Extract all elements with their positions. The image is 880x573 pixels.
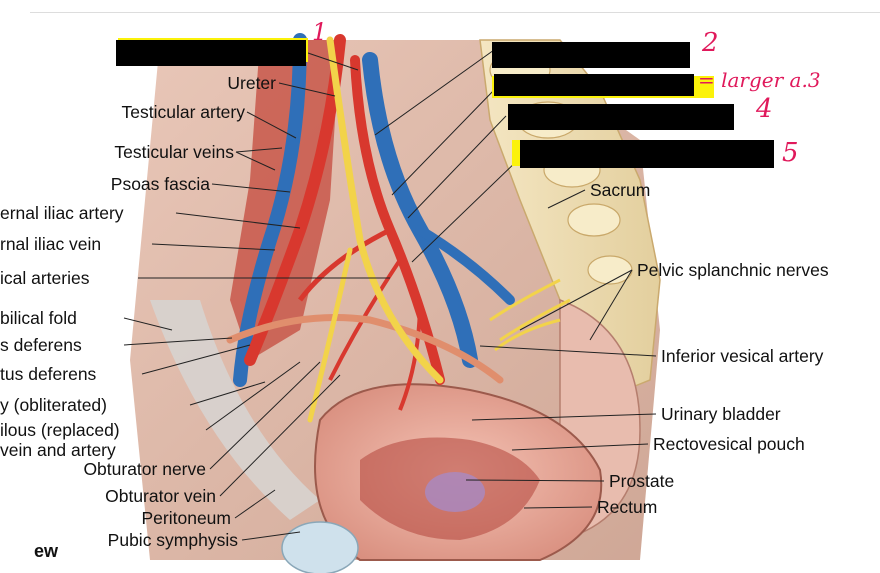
leader-obliterated <box>189 381 266 406</box>
label-vein-and-artery: vein and artery <box>0 440 116 460</box>
leader-sacrum <box>547 189 586 209</box>
ureter <box>326 36 444 384</box>
leader-inferior-vesical <box>479 345 657 357</box>
leader-pubic-symphysis <box>241 531 301 541</box>
label-obturator-nerve: Obturator nerve <box>83 459 206 479</box>
leader-redacted-4 <box>407 115 507 219</box>
label-replaced: ilous (replaced) <box>0 420 120 440</box>
leader-redacted-3 <box>391 87 497 196</box>
leader-psoas-fascia <box>211 183 291 193</box>
leader-ureter <box>278 82 336 97</box>
leader-testicular-veins-2 <box>235 151 276 171</box>
leader-splanchnic-2 <box>589 269 633 341</box>
label-umbilical-arteries: ical arteries <box>0 268 90 288</box>
leader-redacted-2 <box>374 49 495 136</box>
leader-splanchnic-1 <box>519 269 633 331</box>
peritoneum-band <box>150 300 320 520</box>
annotation-2: 2 <box>702 28 719 58</box>
splanchnic-nerve-2 <box>499 298 571 342</box>
label-external-iliac-artery: ernal iliac artery <box>0 203 124 223</box>
leader-urinary-bladder <box>471 413 657 421</box>
label-umbilical-fold: bilical fold <box>0 308 77 328</box>
label-testicular-artery: Testicular artery <box>121 102 245 122</box>
redaction-5 <box>520 140 774 168</box>
label-external-iliac-vein: rnal iliac vein <box>0 234 102 254</box>
label-vas-deferens: s deferens <box>0 335 82 355</box>
external-iliac-artery <box>244 34 346 366</box>
splanchnic-nerve-3 <box>494 318 561 352</box>
label-obliterated: y (obliterated) <box>0 395 107 415</box>
ductus-deferens <box>226 314 504 384</box>
label-inferior-vesical-artery: Inferior vesical artery <box>661 346 824 366</box>
label-psoas-fascia: Psoas fascia <box>110 174 210 194</box>
leader-redacted-5 <box>411 157 521 263</box>
leader-obturator-vein <box>219 374 341 497</box>
label-prostate: Prostate <box>609 471 675 491</box>
prostate-shape <box>425 472 485 512</box>
leader-rectum <box>523 506 593 509</box>
internal-iliac-artery <box>350 55 445 385</box>
top-divider <box>30 12 880 13</box>
leader-ductus-deferens <box>141 344 251 375</box>
view-label: ew <box>34 541 59 561</box>
label-peritoneum: Peritoneum <box>141 508 232 528</box>
label-pelvic-splanchnic-nerves: Pelvic splanchnic nerves <box>637 260 829 280</box>
label-pubic-symphysis: Pubic symphysis <box>107 530 238 550</box>
label-rectovesical-pouch: Rectovesical pouch <box>653 434 805 454</box>
vertebra-4 <box>567 203 621 237</box>
leader-vas-deferens <box>123 337 233 346</box>
label-sacrum: Sacrum <box>590 180 651 200</box>
label-ductus-deferens: tus deferens <box>0 364 97 384</box>
splanchnic-nerve-1 <box>489 278 561 322</box>
leader-redacted-1 <box>304 51 359 71</box>
label-obturator-vein: Obturator vein <box>105 486 216 506</box>
annotation-3: = larger a.3 <box>698 68 821 92</box>
leader-testicular-artery <box>246 111 297 139</box>
redaction-1 <box>116 40 306 66</box>
internal-iliac-vein-branch <box>415 225 515 305</box>
redaction-2 <box>492 42 690 68</box>
label-rectum: Rectum <box>597 497 658 517</box>
artery-branch-1 <box>298 227 392 302</box>
annotation-5: 5 <box>782 138 799 168</box>
leader-ext-iliac-artery <box>175 212 301 229</box>
leader-peritoneum <box>234 489 276 519</box>
vertebra-5 <box>587 255 633 285</box>
leader-umbilical-fold <box>123 317 173 331</box>
redaction-3 <box>494 74 694 96</box>
annotation-1: 1 <box>312 18 328 46</box>
leader-rectovesical <box>511 443 649 451</box>
label-ureter: Ureter <box>227 73 276 93</box>
leader-prostate <box>465 479 605 482</box>
leader-replaced <box>205 361 301 431</box>
redaction-4 <box>508 104 734 130</box>
annotation-4: 4 <box>756 94 773 124</box>
label-urinary-bladder: Urinary bladder <box>661 404 781 424</box>
pubic-symphysis-shape <box>281 521 359 573</box>
leader-ext-iliac-vein <box>151 243 276 251</box>
leader-testicular-veins-1 <box>235 147 283 153</box>
label-testicular-veins: Testicular veins <box>114 142 234 162</box>
leader-obturator-nerve <box>209 361 321 470</box>
